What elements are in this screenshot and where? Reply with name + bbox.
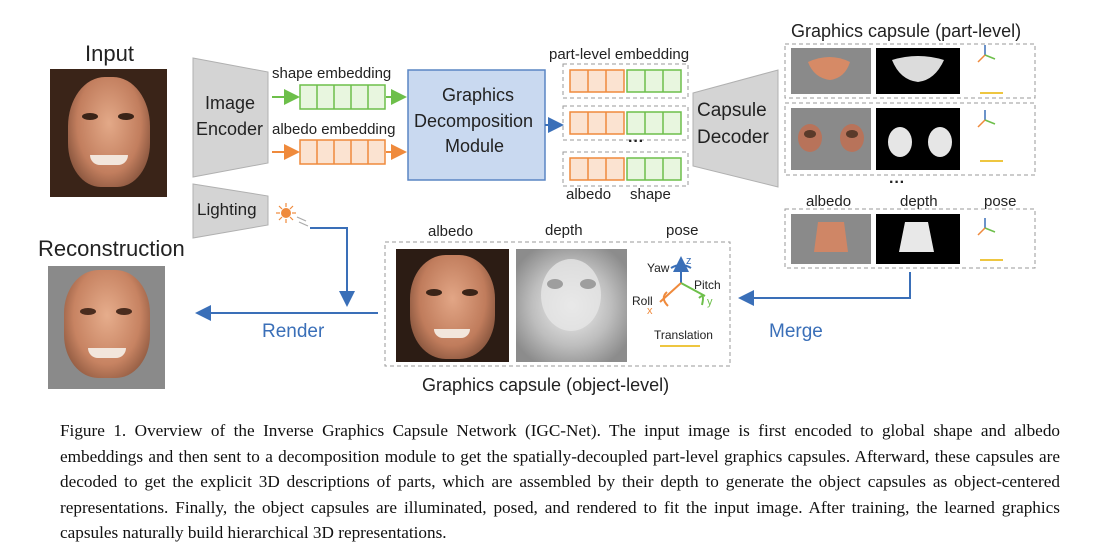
pose-roll-label: Roll (632, 294, 653, 308)
input-label: Input (85, 41, 134, 66)
object-albedo-image (396, 249, 509, 362)
obj-pose-label: pose (666, 222, 699, 239)
embed-albedo-label: albedo (566, 186, 612, 203)
capsule-decoder-block (692, 69, 779, 188)
lighting-sun-icon (276, 203, 309, 227)
part-depth-label: depth (900, 193, 938, 210)
part-embedding-3 (562, 151, 689, 187)
lighting-label: Lighting (197, 200, 257, 219)
merge-label: Merge (769, 321, 823, 342)
albedo-embedding-label: albedo embedding (272, 121, 396, 138)
merge-arrow (738, 272, 911, 306)
pose-yaw-label: Yaw (647, 261, 670, 275)
reconstruction-face-image (48, 266, 165, 389)
image-encoder-label-1: Image (205, 93, 256, 113)
embedding-ellipsis: ··· (628, 133, 644, 150)
decomposition-label-2: Decomposition (414, 111, 534, 131)
decomposition-label-3: Module (445, 136, 505, 156)
pose-pitch-label: Pitch (694, 278, 721, 292)
capsule-decoder-label-1: Capsule (697, 100, 767, 121)
capsule-decoder-label-2: Decoder (697, 127, 769, 148)
reconstruction-label: Reconstruction (38, 236, 185, 261)
part-albedo-label: albedo (806, 193, 852, 210)
lighting-arrow (310, 227, 355, 307)
part-level-ellipsis: ··· (889, 174, 905, 191)
object-capsule-box (384, 241, 731, 367)
part-pose-glyphs (977, 45, 1003, 261)
figure-caption: Figure 1. Overview of the Inverse Graphi… (60, 421, 1060, 542)
decomposition-label-1: Graphics (442, 85, 515, 105)
pose-z-label: z (686, 255, 692, 267)
albedo-embedding-bar (299, 139, 386, 165)
part-level-title: Graphics capsule (part-level) (791, 21, 1022, 41)
object-level-title: Graphics capsule (object-level) (422, 375, 670, 395)
image-encoder-label-2: Encoder (196, 119, 264, 139)
obj-albedo-label: albedo (428, 223, 474, 240)
input-face-image (50, 69, 167, 197)
pose-y-label: y (707, 296, 713, 308)
part-embedding-1 (562, 63, 689, 99)
graphics-decomposition-module (407, 69, 546, 181)
obj-depth-label: depth (545, 222, 583, 239)
part-embedding-2 (562, 105, 689, 141)
part-pose-label: pose (984, 193, 1017, 210)
embed-shape-label: shape (630, 186, 671, 203)
pose-translation-label: Translation (654, 328, 713, 342)
part-level-embedding-label: part-level embedding (549, 46, 690, 63)
part-capsule-box-3 (784, 208, 1036, 269)
shape-embedding-bar (299, 84, 386, 110)
render-label: Render (262, 321, 325, 342)
image-encoder-block (192, 57, 269, 178)
part-capsule-box-1 (784, 43, 1036, 99)
pose-x-label: x (647, 305, 653, 317)
object-pose-axes (659, 256, 706, 347)
shape-embedding-label: shape embedding (272, 65, 392, 82)
lighting-block (192, 183, 269, 239)
diagram-canvas (192, 43, 1036, 367)
